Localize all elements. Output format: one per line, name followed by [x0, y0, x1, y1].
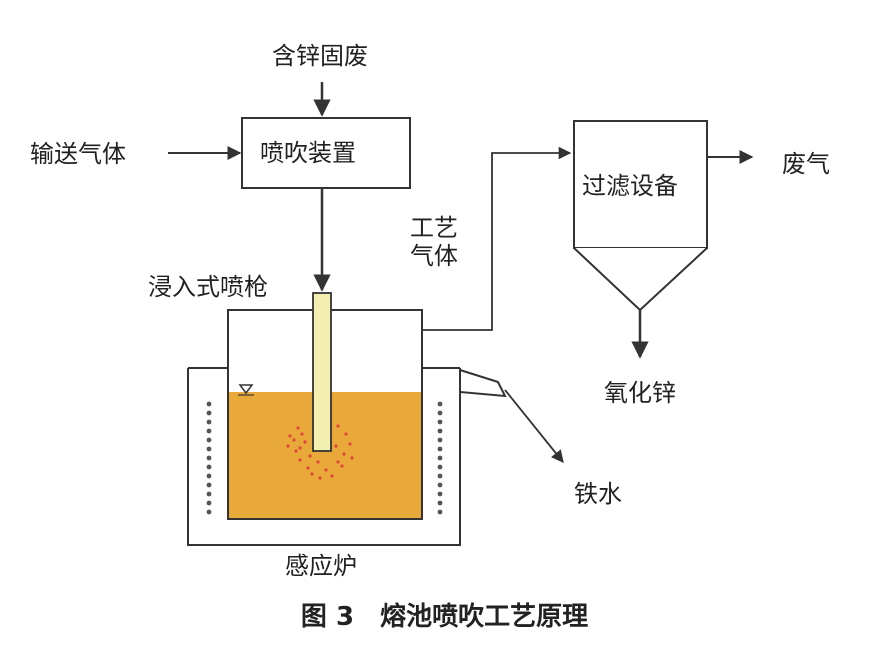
label-filtration-equipment: 过滤设备	[582, 172, 678, 200]
label-zinc-waste: 含锌固废	[272, 42, 368, 70]
tap-spout	[459, 368, 507, 398]
figure-caption: 图 3 熔池喷吹工艺原理	[300, 602, 589, 632]
label-process-gas-2: 气体	[410, 242, 458, 270]
induction-coil-right	[437, 401, 443, 515]
melt-level-marker	[238, 384, 254, 395]
induction-furnace-body	[187, 368, 461, 546]
induction-coil-left	[206, 401, 212, 515]
label-immersion-lance: 浸入式喷枪	[148, 273, 268, 301]
process-gas-line	[422, 146, 572, 331]
molten-iron-arrow	[504, 389, 564, 463]
label-induction-furnace: 感应炉	[285, 552, 357, 580]
label-carrier-gas: 输送气体	[30, 140, 126, 168]
label-molten-iron: 铁水	[574, 480, 622, 508]
filtration-hopper	[573, 247, 708, 312]
label-exhaust-gas: 废气	[782, 150, 830, 178]
label-injection-device: 喷吹装置	[260, 139, 356, 167]
process-diagram	[168, 82, 754, 546]
label-process-gas-1: 工艺	[410, 214, 458, 242]
bubble-cloud	[286, 424, 354, 480]
label-zinc-oxide: 氧化锌	[604, 379, 676, 407]
filtration-equipment-box	[573, 120, 708, 249]
immersion-lance	[312, 292, 332, 452]
injection-device-box	[241, 117, 411, 189]
